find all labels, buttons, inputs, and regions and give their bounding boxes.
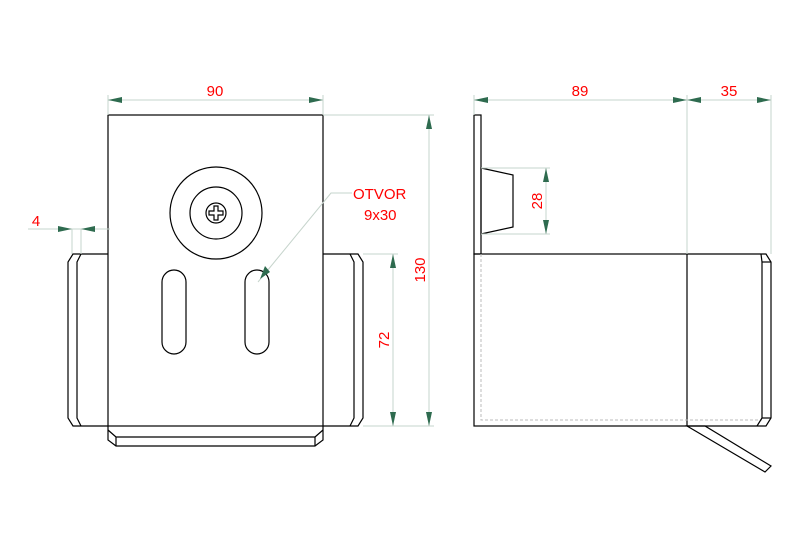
dimension-90: 90	[107, 83, 324, 115]
front-plate	[107, 114, 324, 427]
dimension-4: 4	[28, 213, 110, 254]
screw-head	[205, 202, 227, 224]
side-body	[473, 253, 688, 427]
dim-depth-label: 89	[572, 83, 589, 100]
dim-boss-height-label: 28	[529, 193, 546, 210]
slot-right	[244, 269, 270, 355]
dim-flange-height-label: 72	[376, 332, 393, 349]
dim-flange-depth-label: 35	[721, 83, 738, 100]
hole-size-label: 9x30	[364, 207, 397, 224]
dimension-130: 130	[323, 114, 434, 427]
knob-outer-circle	[169, 166, 263, 260]
knob-inner-circle	[189, 186, 243, 240]
side-view: 89 35 28	[473, 83, 772, 473]
side-wall	[473, 114, 482, 255]
dim-flange-thickness-label: 4	[32, 213, 40, 230]
front-view: 90 130 72 4	[28, 83, 434, 447]
bottom-flange-angled	[684, 425, 772, 473]
right-flange	[323, 253, 364, 427]
side-flange	[687, 253, 772, 427]
bottom-flange	[107, 426, 324, 447]
hole-leader: OTVOR 9x30	[257, 186, 407, 283]
hole-label: OTVOR	[353, 186, 407, 203]
knob	[169, 166, 263, 260]
slot-left	[161, 269, 187, 355]
boss-profile	[480, 167, 514, 235]
left-flange	[67, 253, 108, 427]
dimension-72: 72	[363, 253, 398, 426]
dimension-28: 28	[481, 167, 550, 235]
phillips-cross-icon	[208, 205, 224, 221]
dim-height-total-label: 130	[412, 257, 429, 282]
dim-width-label: 90	[207, 83, 224, 100]
dimension-89: 89	[473, 83, 771, 254]
dimension-35: 35	[687, 83, 772, 254]
